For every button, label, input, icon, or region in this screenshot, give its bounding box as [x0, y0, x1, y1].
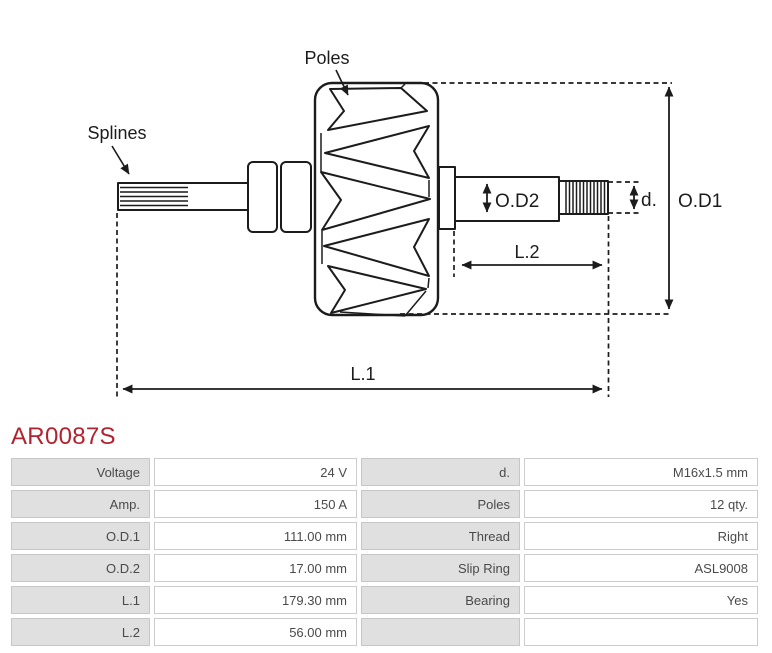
claw-pole-2: [324, 125, 430, 179]
splines-callout: Splines: [87, 123, 147, 175]
spec-label-voltage: Voltage: [11, 458, 150, 486]
spec-label-d: d.: [361, 458, 520, 486]
spec-value-d: M16x1.5 mm: [524, 458, 758, 486]
od1-label: O.D1: [678, 191, 722, 212]
spec-label-l2: L.2: [11, 618, 150, 646]
splined-shaft: [117, 182, 249, 211]
spec-label-od2: O.D.2: [11, 554, 150, 582]
spec-value-voltage: 24 V: [154, 458, 357, 486]
spec-value-empty: [524, 618, 758, 646]
od2-label: O.D2: [495, 191, 539, 212]
pole-edge-lines: [320, 83, 430, 317]
spline-hatch-lines: [120, 186, 188, 207]
spec-label-empty: [361, 618, 520, 646]
spec-label-thread: Thread: [361, 522, 520, 550]
spec-value-thread: Right: [524, 522, 758, 550]
dim-l2: L.2: [461, 242, 603, 270]
rotor-technical-drawing: O.D1 d. O.D2 L.2 L.1 Poles Spline: [87, 48, 722, 397]
spec-table: Voltage 24 V d. M16x1.5 mm Amp. 150 A Po…: [11, 458, 758, 646]
splines-label: Splines: [87, 123, 146, 143]
spec-value-bearing: Yes: [524, 586, 758, 614]
spec-value-od1: 111.00 mm: [154, 522, 357, 550]
bearing-collars: [247, 161, 312, 233]
l2-label: L.2: [514, 242, 539, 262]
spec-value-od2: 17.00 mm: [154, 554, 357, 582]
dim-d: d.: [629, 185, 657, 211]
claw-pole-1: [327, 87, 428, 131]
claw-pole-4: [323, 218, 430, 277]
claw-pole-3: [320, 171, 431, 231]
spec-label-l1: L.1: [11, 586, 150, 614]
dim-l1: L.1: [122, 364, 603, 394]
dim-od1: O.D1: [664, 86, 722, 310]
pole-pack: [313, 81, 440, 317]
rear-shaft: [438, 166, 609, 230]
part-number: AR0087S: [11, 423, 116, 450]
extension-lines: [116, 82, 672, 397]
spec-value-l2: 56.00 mm: [154, 618, 357, 646]
poles-label: Poles: [304, 48, 349, 68]
spec-label-od1: O.D.1: [11, 522, 150, 550]
spec-value-slipring: ASL9008: [524, 554, 758, 582]
thread-hatch-lines: [565, 181, 606, 214]
spec-label-poles: Poles: [361, 490, 520, 518]
spec-value-l1: 179.30 mm: [154, 586, 357, 614]
spec-value-amp: 150 A: [154, 490, 357, 518]
spec-label-bearing: Bearing: [361, 586, 520, 614]
spec-label-amp: Amp.: [11, 490, 150, 518]
dim-od2: O.D2: [482, 183, 539, 213]
spec-value-poles: 12 qty.: [524, 490, 758, 518]
d-label: d.: [641, 190, 657, 211]
l1-label: L.1: [350, 364, 375, 384]
claw-pole-5: [327, 265, 427, 314]
spec-label-slipring: Slip Ring: [361, 554, 520, 582]
poles-callout: Poles: [304, 48, 350, 96]
